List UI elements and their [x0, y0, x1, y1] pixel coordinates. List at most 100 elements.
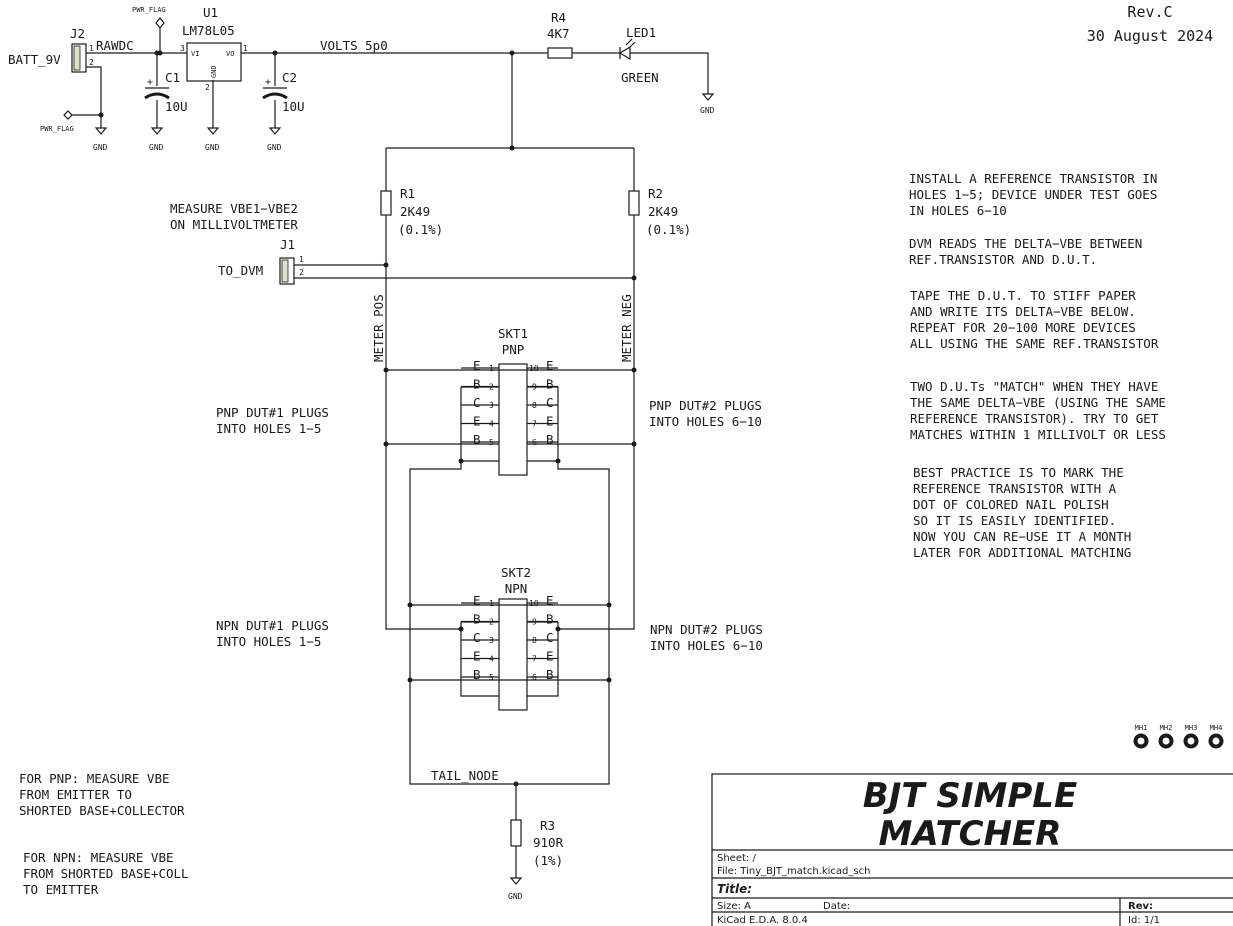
note-npn-measure-3: TO EMITTER	[23, 882, 99, 897]
note-npn-dut1-2: INTO HOLES 1−5	[216, 634, 321, 649]
wire-j2-gnd	[86, 66, 102, 128]
title-block: BJT SIMPLE MATCHER Sheet: / File: Tiny_B…	[711, 773, 1233, 926]
j2-pin1-num: 1	[89, 44, 94, 53]
u1-pin1-num: 1	[243, 44, 248, 53]
net-meter-pos: METER_POS	[371, 294, 386, 362]
u1-pin-vi: VI	[191, 50, 199, 58]
net-volts: VOLTS_5p0	[320, 38, 388, 53]
pwr-flag-diamond-icon	[155, 17, 165, 29]
title-block-title-label: Title:	[717, 882, 752, 896]
instruction-line: LATER FOR ADDITIONAL MATCHING	[913, 545, 1131, 560]
title-block-frame	[711, 773, 1233, 926]
junction	[98, 112, 104, 118]
gnd-label: GND	[205, 143, 220, 152]
skt1-pin-label-left: E	[473, 358, 481, 373]
u1-value: LM78L05	[182, 23, 235, 38]
title-block-tool: KiCad E.D.A. 8.0.4	[717, 915, 808, 926]
note-measure-1: MEASURE VBE1−VBE2	[170, 201, 298, 216]
skt1-pin-label-right: E	[546, 414, 554, 429]
j1-connector-body	[279, 257, 295, 285]
note-measure-2: ON MILLIVOLTMETER	[170, 217, 298, 232]
skt1-pin-label-right: E	[546, 358, 554, 373]
r4-resistor-body	[547, 47, 573, 59]
c1-ref: C1	[165, 70, 180, 85]
j2-ref: J2	[70, 26, 85, 41]
skt2-pin-label-left: B	[473, 667, 481, 682]
u1-pin-gnd: GND	[210, 65, 218, 78]
instruction-line: ALL USING THE SAME REF.TRANSISTOR	[910, 336, 1159, 351]
note-pnp-dut1-1: PNP DUT#1 PLUGS	[216, 405, 329, 420]
r2-resistor-body	[628, 190, 640, 216]
skt1-pin-label-right: B	[546, 377, 554, 392]
skt1-pin-number-left: 5	[489, 438, 494, 447]
gnd-icon	[94, 127, 108, 135]
title-block-grid	[712, 849, 1233, 926]
gnd-label: GND	[93, 143, 108, 152]
j1-value: TO_DVM	[218, 263, 263, 278]
r3-resistor-body	[510, 819, 522, 847]
skt1-pin-number-left: 4	[489, 420, 494, 429]
mounting-hole-center	[1212, 737, 1220, 745]
note-npn-dut2-2: INTO HOLES 6−10	[650, 638, 763, 653]
r3-tolerance: (1%)	[533, 853, 563, 868]
title-block-size: Size: A	[717, 901, 751, 912]
j2-value: BATT_9V	[8, 52, 61, 67]
skt2-pin-number-right: 6	[532, 673, 537, 682]
skt2-pin-label-left: E	[473, 649, 481, 664]
u1-regulator-body	[186, 42, 242, 82]
c1-plate-bottom	[144, 92, 170, 100]
skt2-pin-label-right: B	[546, 667, 554, 682]
instruction-line: AND WRITE ITS DELTA−VBE BELOW.	[910, 304, 1136, 319]
measure-notes: FOR PNP: MEASURE VBE FROM EMITTER TO SHO…	[19, 771, 189, 897]
gnd-label: GND	[267, 143, 282, 152]
skt2-pin-number-right: 7	[532, 655, 537, 664]
title-block-rev-label: Rev:	[1128, 901, 1153, 912]
instruction-line: IN HOLES 6−10	[909, 203, 1007, 218]
skt1-pin-label-left: B	[473, 377, 481, 392]
c2-ref: C2	[282, 70, 297, 85]
instruction-line: TAPE THE D.U.T. TO STIFF PAPER	[910, 288, 1136, 303]
skt2-pin-number-left: 3	[489, 636, 494, 645]
instruction-line: NOW YOU CAN RE−USE IT A MONTH	[913, 529, 1131, 544]
gnd-label: GND	[149, 143, 164, 152]
junction	[606, 602, 612, 608]
title-block-file: File: Tiny_BJT_match.kicad_sch	[717, 866, 870, 877]
title-block-date-label: Date:	[823, 901, 850, 912]
instruction-line: INSTALL A REFERENCE TRANSISTOR IN	[909, 171, 1157, 186]
gnd-icon	[268, 127, 282, 135]
r4-value: 4K7	[547, 26, 570, 41]
skt2-pin-number-left: 5	[489, 673, 494, 682]
net-rawdc: RAWDC	[96, 38, 134, 53]
skt1-pin-label-left: B	[473, 432, 481, 447]
note-npn-measure-2: FROM SHORTED BASE+COLL	[23, 866, 189, 881]
junction	[407, 677, 413, 683]
skt2-pin-label-left: C	[473, 630, 481, 645]
tail-section: TAIL_NODE R3 910R (1%) GND	[431, 768, 564, 901]
instruction-line: DOT OF COLORED NAIL POLISH	[913, 497, 1109, 512]
skt2-pin-label-left: E	[473, 593, 481, 608]
j1-connector-housing	[281, 259, 289, 283]
led1-value: GREEN	[621, 70, 659, 85]
u1-pin2-num: 2	[205, 83, 210, 92]
skt1-body	[498, 363, 528, 476]
net-tail-node: TAIL_NODE	[431, 768, 499, 783]
junction	[631, 367, 637, 373]
c2-plus: +	[265, 77, 271, 88]
skt2-pin-number-right: 8	[532, 636, 537, 645]
mounting-hole-label: MH1	[1135, 724, 1148, 732]
instruction-line: REF.TRANSISTOR AND D.U.T.	[909, 252, 1097, 267]
title-block-id: Id: 1/1	[1128, 915, 1160, 926]
junction	[383, 367, 389, 373]
r1-value: 2K49	[400, 204, 430, 219]
pwr-flag-label-1: PWR_FLAG	[132, 6, 166, 14]
gnd-icon	[509, 877, 523, 885]
c1-value: 10U	[165, 99, 188, 114]
note-pnp-dut2-2: INTO HOLES 6−10	[649, 414, 762, 429]
mounting-hole-label: MH3	[1185, 724, 1198, 732]
j2-connector-body	[71, 43, 87, 73]
divider-section: R1 2K49 (0.1%) R2 2K49 (0.1%) MEASURE VB…	[170, 53, 691, 370]
revision-date: 30 August 2024	[1087, 27, 1213, 45]
note-pnp-dut1-2: INTO HOLES 1−5	[216, 421, 321, 436]
